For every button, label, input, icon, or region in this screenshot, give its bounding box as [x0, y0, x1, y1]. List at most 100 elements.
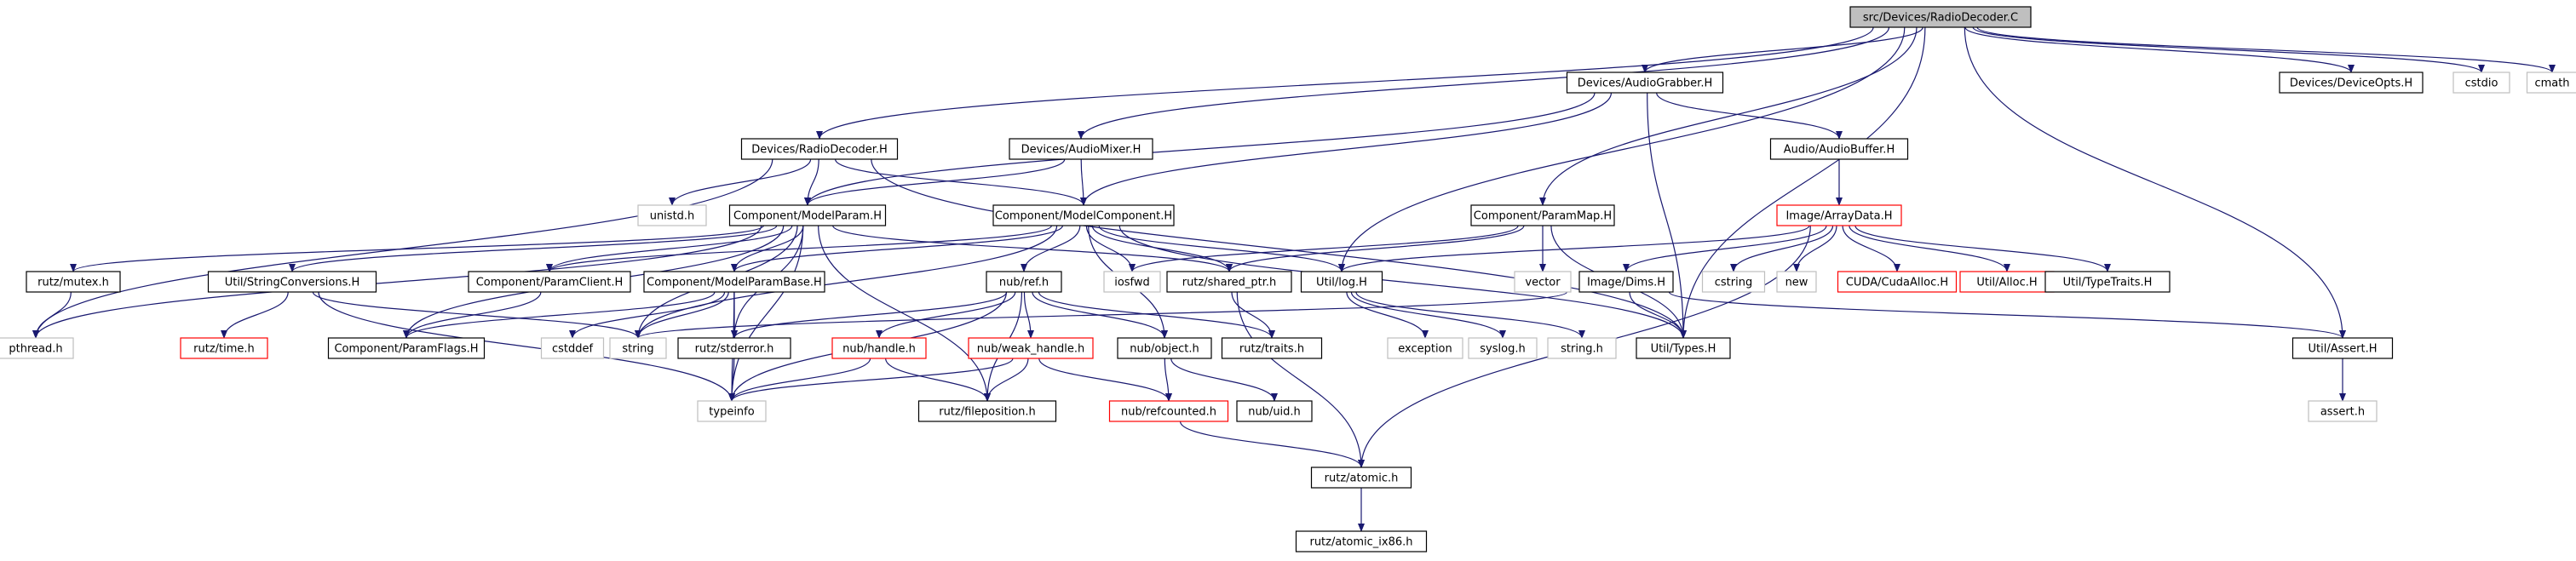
edge-root-to-assert	[1964, 26, 2346, 339]
node-parammap[interactable]: Component/ParamMap.H	[1470, 204, 1615, 226]
node-paramclient[interactable]: Component/ParamClient.H	[468, 271, 631, 293]
node-vector[interactable]: vector	[1514, 271, 1572, 293]
node-audiomixer[interactable]: Devices/AudioMixer.H	[1009, 138, 1153, 160]
edge-nubobject-to-refcounted	[1164, 358, 1172, 402]
node-arraydata[interactable]: Image/ArrayData.H	[1776, 204, 1902, 226]
node-label: cmath	[2534, 77, 2569, 90]
node-box	[1295, 530, 1428, 552]
node-label: Devices/AudioGrabber.H	[1578, 77, 1713, 90]
node-refcounted[interactable]: nub/refcounted.h	[1108, 400, 1229, 422]
node-fileposition[interactable]: rutz/fileposition.h	[917, 400, 1057, 422]
node-mutex[interactable]: rutz/mutex.h	[26, 271, 121, 293]
edge-arraydata-to-alloc	[1849, 225, 2010, 272]
node-label: nub/ref.h	[999, 277, 1049, 289]
edge-root-to-types	[1680, 26, 1926, 339]
node-unistd[interactable]: unistd.h	[637, 204, 707, 226]
node-stringconv[interactable]: Util/StringConversions.H	[207, 271, 377, 293]
node-label: Util/Alloc.H	[1976, 277, 2037, 289]
edge-arraydata-to-typetraits	[1854, 225, 2111, 272]
edge-nubref-to-weakhandle	[1023, 291, 1034, 339]
node-audiobuffer[interactable]: Audio/AudioBuffer.H	[1769, 138, 1909, 160]
edge-refcounted-to-atomic	[1179, 421, 1365, 468]
node-box	[1701, 271, 1766, 293]
node-deviceopts[interactable]: Devices/DeviceOpts.H	[2279, 72, 2424, 94]
nodes-layer: src/Devices/RadioDecoder.C Devices/AudioG…	[0, 6, 2576, 552]
edge-arraydata-to-cstring	[1730, 225, 1834, 272]
node-nubobject[interactable]: nub/object.h	[1117, 337, 1212, 359]
node-box	[1236, 400, 1313, 422]
node-box	[697, 400, 767, 422]
edge-modelcomponent-to-string	[635, 225, 1058, 339]
edge-root-to-cstdio	[1972, 26, 2485, 73]
node-box	[1117, 337, 1212, 359]
node-cstddef[interactable]: cstddef	[540, 337, 605, 359]
node-label: string.h	[1561, 343, 1603, 356]
node-label: Component/ParamClient.H	[476, 277, 624, 289]
edge-root-to-parammap	[1539, 26, 1918, 206]
node-new[interactable]: new	[1776, 271, 1817, 293]
node-nubref[interactable]: nub/ref.h	[986, 271, 1062, 293]
node-weakhandle[interactable]: nub/weak_handle.h	[968, 337, 1094, 359]
node-asserth[interactable]: assert.h	[2308, 400, 2378, 422]
node-box	[540, 337, 605, 359]
edge-nubobject-to-nubuid	[1170, 358, 1278, 402]
edge-nubref-to-nubhandle	[876, 291, 1016, 339]
node-modelcomponent[interactable]: Component/ModelComponent.H	[992, 204, 1175, 226]
node-stderror[interactable]: rutz/stderror.h	[677, 337, 791, 359]
node-alloc[interactable]: Util/Alloc.H	[1959, 271, 2055, 293]
edge-modelparam-to-pthread	[32, 225, 762, 339]
node-box	[1103, 271, 1161, 293]
node-modelparam[interactable]: Component/ModelParam.H	[728, 204, 887, 226]
node-box	[1108, 400, 1229, 422]
node-stringh[interactable]: string.h	[1547, 337, 1617, 359]
node-modelparambase[interactable]: Component/ModelParamBase.H	[643, 271, 825, 293]
node-radiodecoder[interactable]: Devices/RadioDecoder.H	[740, 138, 899, 160]
node-nubhandle[interactable]: nub/handle.h	[831, 337, 927, 359]
node-atomic[interactable]: rutz/atomic.h	[1310, 467, 1412, 489]
node-label: Image/ArrayData.H	[1785, 210, 1892, 223]
node-syslog[interactable]: syslog.h	[1468, 337, 1538, 359]
node-cudaalloc[interactable]: CUDA/CudaAlloc.H	[1837, 271, 1958, 293]
node-atomicix86[interactable]: rutz/atomic_ix86.h	[1295, 530, 1428, 552]
node-box	[1300, 271, 1383, 293]
node-utillog[interactable]: Util/log.H	[1300, 271, 1383, 293]
node-assert[interactable]: Util/Assert.H	[2291, 337, 2394, 359]
edge-audiograbber-to-types	[1647, 92, 1687, 339]
node-exception[interactable]: exception	[1387, 337, 1463, 359]
node-audiograbber[interactable]: Devices/AudioGrabber.H	[1566, 72, 1724, 94]
edge-modelcomponent-to-nubref	[1021, 225, 1081, 272]
node-root[interactable]: src/Devices/RadioDecoder.C	[1849, 6, 2032, 28]
node-traits[interactable]: rutz/traits.h	[1221, 337, 1323, 359]
node-iosfwd[interactable]: iosfwd	[1103, 271, 1161, 293]
node-cmath[interactable]: cmath	[2526, 72, 2576, 94]
node-sharedptr[interactable]: rutz/shared_ptr.h	[1166, 271, 1292, 293]
node-box	[1547, 337, 1617, 359]
node-dims[interactable]: Image/Dims.H	[1578, 271, 1674, 293]
edge-audiograbber-to-modelcomponent	[1080, 92, 1613, 206]
edge-root-to-audiomixer	[1078, 26, 1890, 140]
node-box	[831, 337, 927, 359]
node-box	[740, 138, 899, 160]
edge-arraydata-to-dims	[1623, 225, 1827, 272]
node-typeinfo[interactable]: typeinfo	[697, 400, 767, 422]
node-label: rutz/stderror.h	[695, 343, 774, 356]
edge-root-to-audiograbber	[1642, 26, 1923, 73]
node-label: Component/ModelParamBase.H	[647, 277, 822, 289]
node-box	[609, 337, 667, 359]
edge-modelparam-to-mutex	[70, 225, 764, 272]
node-cstdio[interactable]: cstdio	[2452, 72, 2510, 94]
edge-modelcomponent-to-utillog	[1098, 225, 1345, 272]
edge-modelcomponent-to-sharedptr	[1091, 225, 1233, 272]
node-label: cstring	[1715, 277, 1752, 289]
node-types[interactable]: Util/Types.H	[1636, 337, 1731, 359]
node-pthread[interactable]: pthread.h	[0, 337, 74, 359]
node-typetraits[interactable]: Util/TypeTraits.H	[2044, 271, 2171, 293]
edge-modelparambase-to-paramflags	[403, 291, 716, 339]
node-nubuid[interactable]: nub/uid.h	[1236, 400, 1313, 422]
node-label: syslog.h	[1480, 343, 1525, 356]
node-cstring[interactable]: cstring	[1701, 271, 1766, 293]
node-box	[1221, 337, 1323, 359]
node-string[interactable]: string	[609, 337, 667, 359]
node-rutztime[interactable]: rutz/time.h	[180, 337, 268, 359]
node-paramflags[interactable]: Component/ParamFlags.H	[327, 337, 486, 359]
